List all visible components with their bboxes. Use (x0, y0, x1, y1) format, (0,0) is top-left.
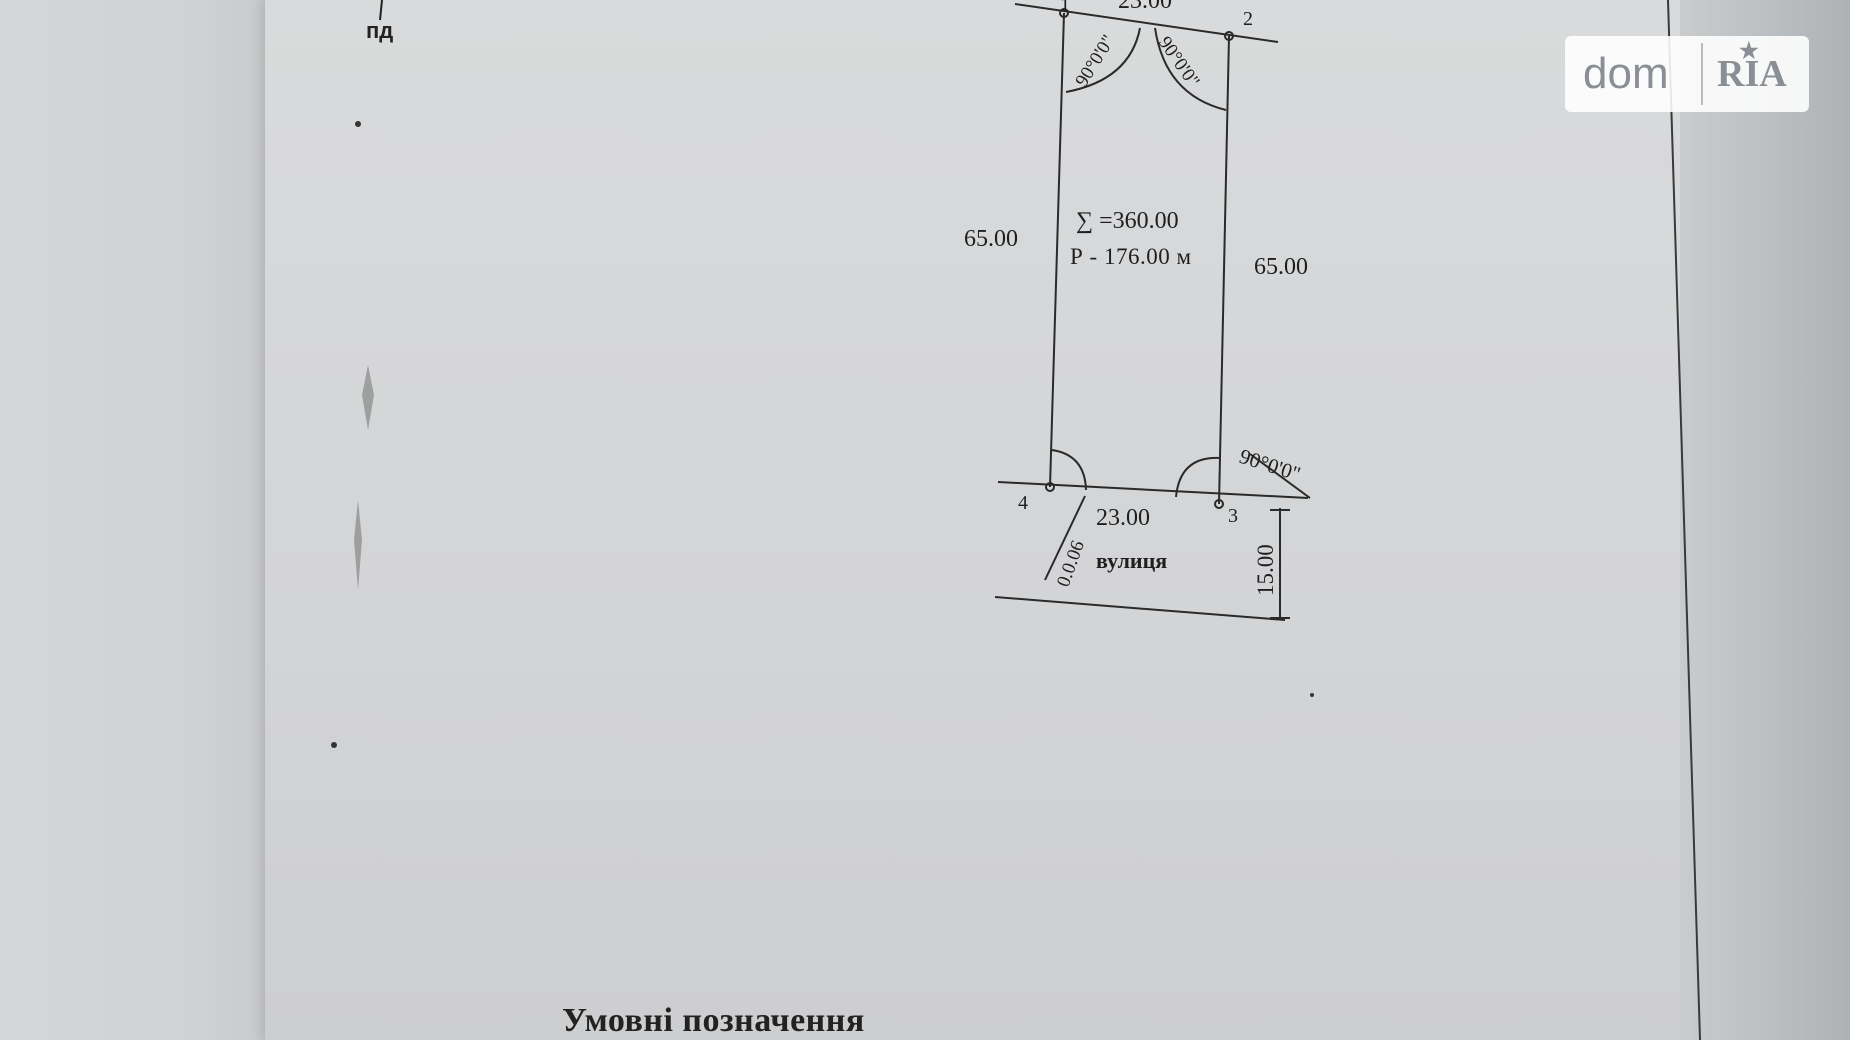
main-page-sheet (265, 0, 1680, 1040)
point-3-label: 3 (1228, 505, 1238, 527)
left-page-sheet (0, 0, 285, 1040)
left-boundary-line (1049, 12, 1065, 488)
left-side-length: 65.00 (964, 226, 1018, 252)
vertex-3 (1214, 499, 1224, 509)
watermark-ria-label: RIA (1717, 53, 1787, 95)
angle-label-bottom-right: 90°0'0" (1236, 444, 1303, 486)
angle-arc-bottom-left (1051, 449, 1087, 491)
angle-arc-bottom-right (1175, 456, 1221, 498)
street-edge-line (994, 596, 1286, 621)
vertex-1 (1059, 8, 1069, 18)
street-label: вулиця (1096, 548, 1168, 573)
vertex-2 (1224, 31, 1234, 41)
right-side-length: 65.00 (1254, 254, 1308, 280)
street-width-label: 15.00 (1253, 544, 1278, 596)
fold-mark (362, 365, 374, 430)
dom-ria-watermark: dom ★ RIA (1565, 36, 1809, 112)
star-icon: ★ (1739, 38, 1759, 63)
offset-label: 0.0.06 (1053, 538, 1089, 590)
watermark-ria-text: ★ RIA (1703, 38, 1787, 96)
bottom-side-length: 23.00 (1096, 505, 1150, 531)
bottom-boundary-line (997, 481, 1309, 499)
page-border-line (1667, 0, 1701, 1040)
north-label: пд (366, 18, 394, 43)
north-arrow (379, 0, 383, 21)
legend-title: Умовні позначення (562, 1002, 865, 1039)
offset-line (1044, 495, 1086, 581)
watermark-dom-text: dom (1583, 49, 1669, 98)
top-boundary-line (1014, 3, 1279, 43)
top-side-length: 23.00 (1118, 0, 1172, 14)
angle-label-top-left: 90°0'0" (1071, 31, 1119, 90)
angle-arc-top-left (1065, 27, 1141, 93)
plot-area: ∑ =360.00 (1076, 208, 1179, 234)
point-4-label: 4 (1018, 492, 1028, 514)
plot-perimeter: Р - 176.00 м (1070, 244, 1192, 269)
point-2-label: 2 (1243, 8, 1253, 30)
point-1-label: 1 (1060, 0, 1070, 16)
right-boundary-line (1218, 35, 1230, 505)
background-edge (1680, 0, 1850, 1040)
watermark-separator (1701, 43, 1703, 105)
angle-arc-top-right (1154, 27, 1227, 111)
vertex-4 (1045, 482, 1055, 492)
